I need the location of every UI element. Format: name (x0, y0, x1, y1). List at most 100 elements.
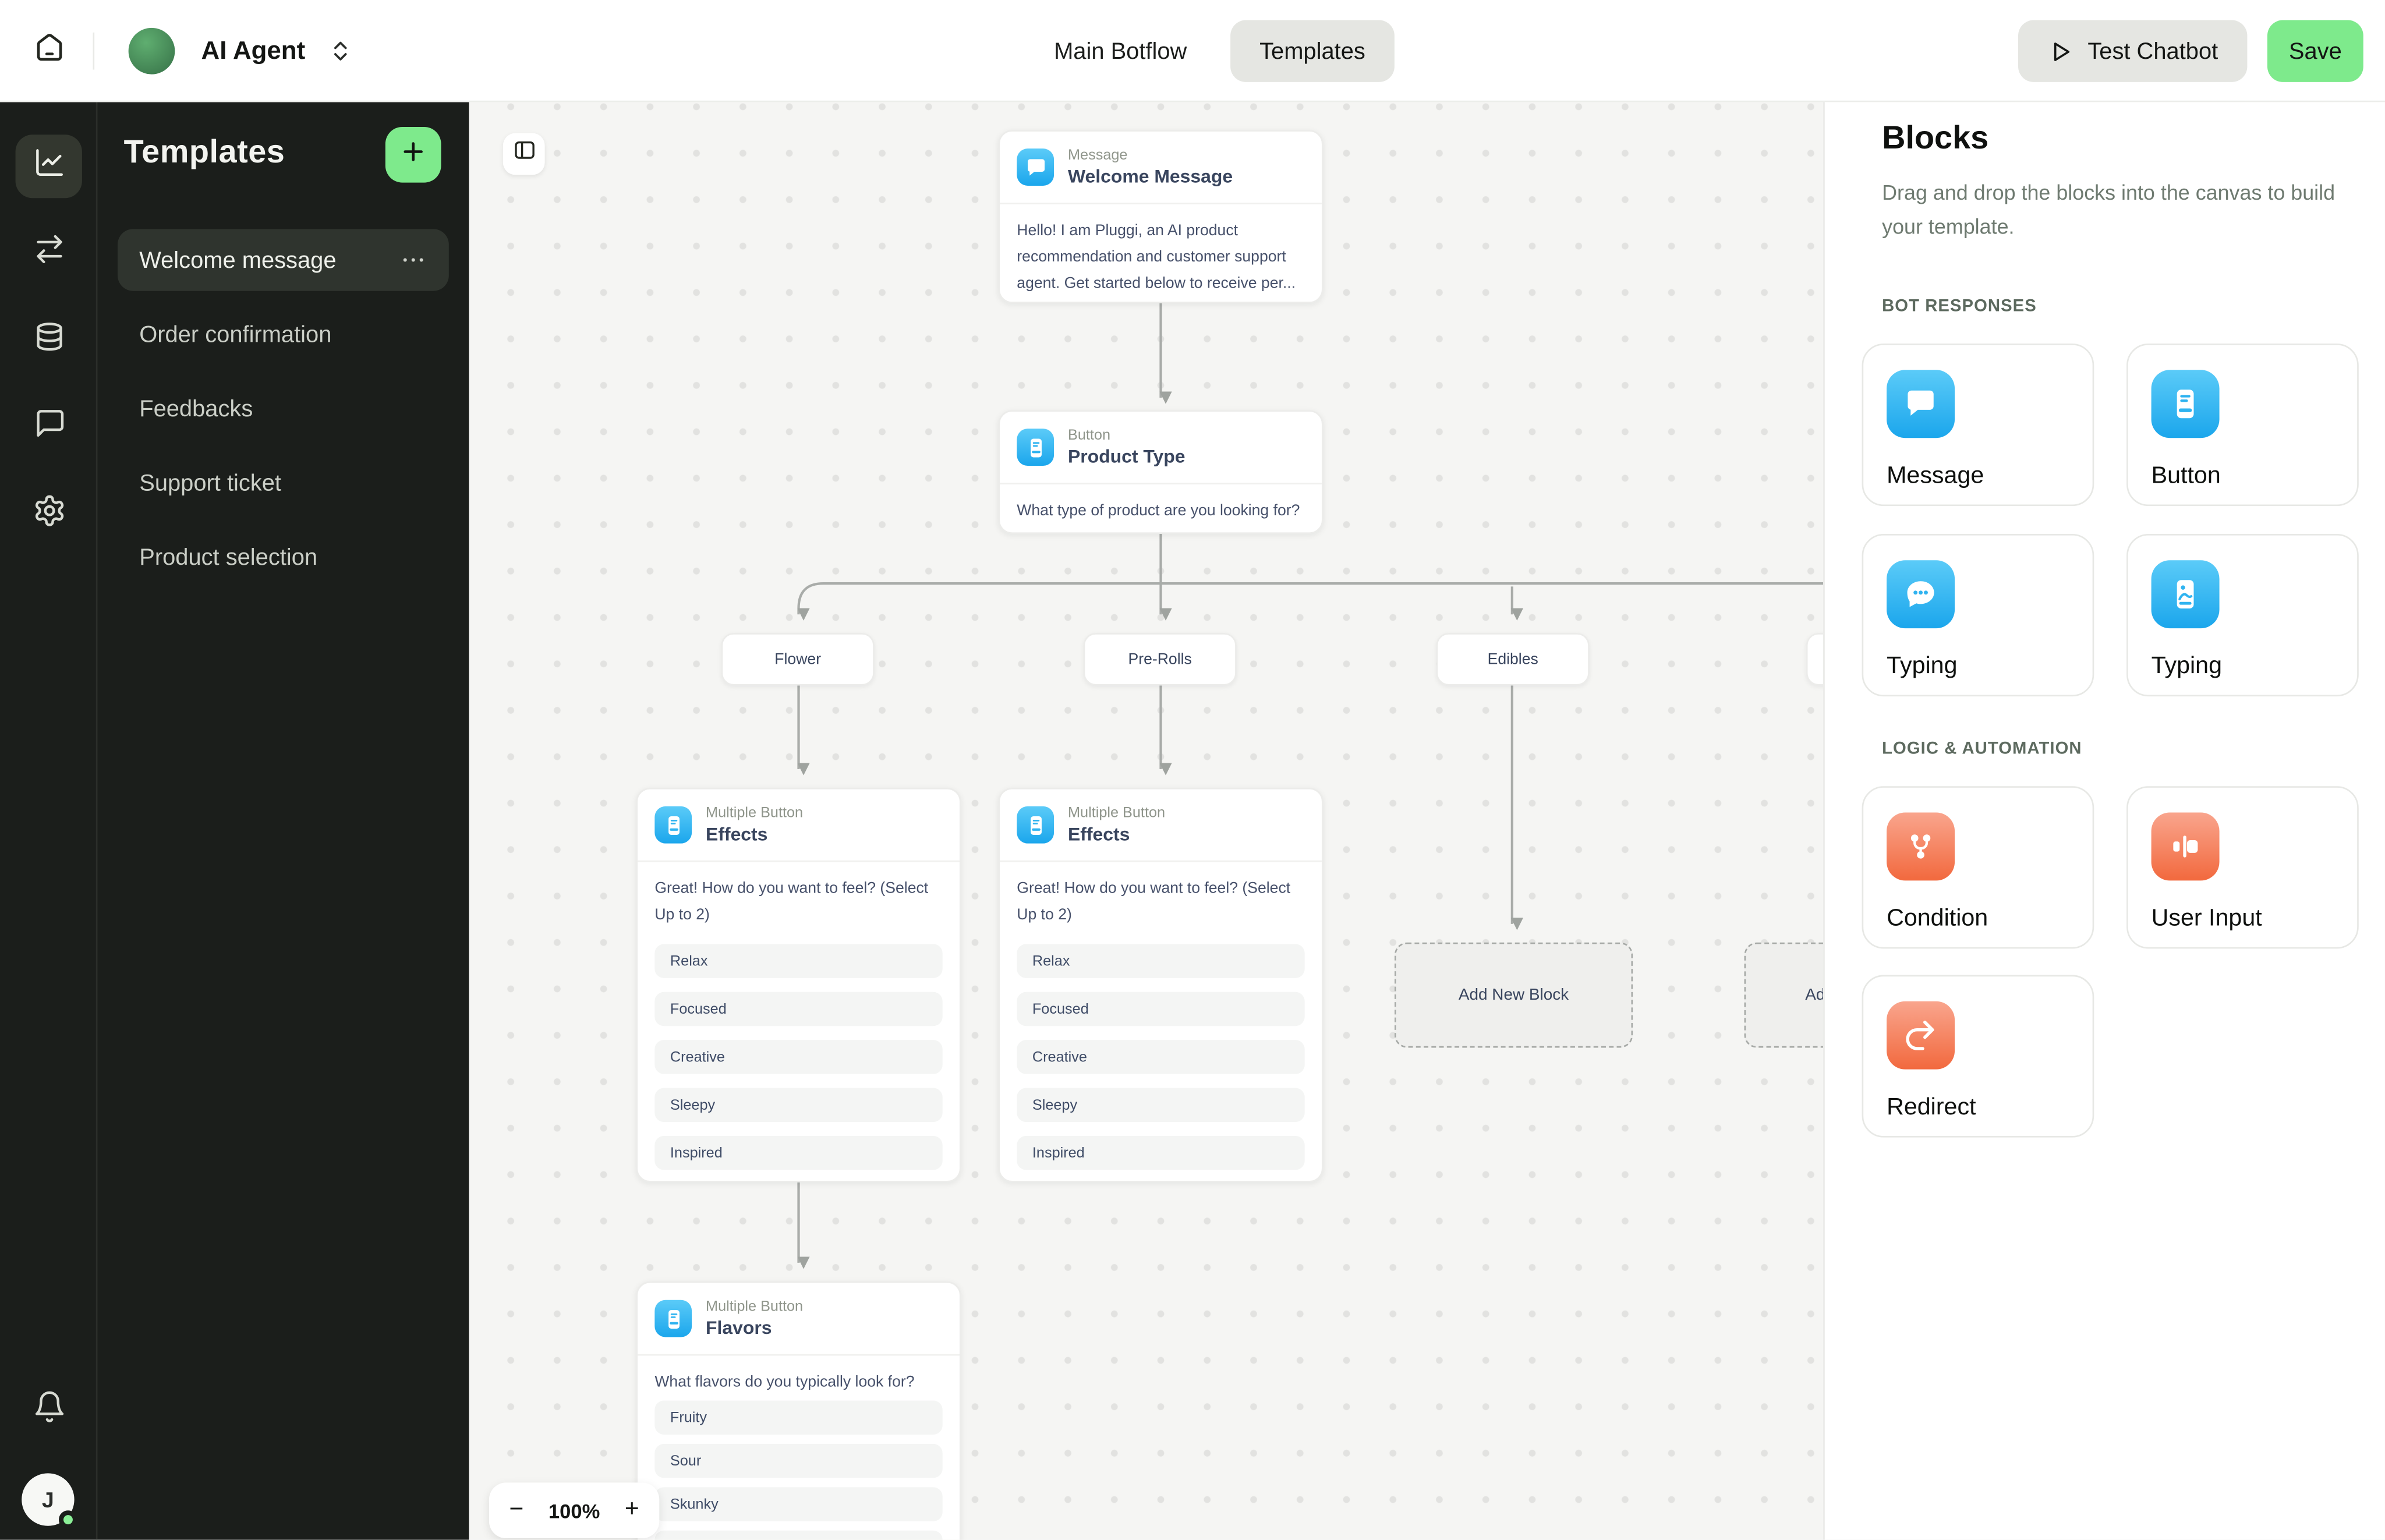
node-title: Effects (706, 823, 768, 845)
node-flavors[interactable]: Multiple Button Flavors What flavors do … (636, 1281, 961, 1540)
multiple-button-icon (654, 806, 692, 844)
multiple-button-icon (1017, 806, 1055, 844)
template-item-label: Welcome message (139, 246, 337, 274)
option-skunky[interactable]: Skunky (654, 1487, 943, 1521)
rail-item-notifications[interactable] (16, 1379, 82, 1442)
zoom-in-button[interactable]: + (624, 1496, 639, 1523)
more-options-icon[interactable] (399, 246, 427, 274)
option-relax[interactable]: Relax (654, 944, 943, 978)
image-icon (2151, 560, 2220, 629)
node-body: What type of product are you looking for… (1017, 502, 1300, 520)
icon-rail: J (0, 102, 98, 1540)
message-icon (1017, 149, 1055, 187)
option-inspired[interactable]: Inspired (654, 1135, 943, 1170)
typing-dots-icon (1887, 560, 1955, 629)
template-item-order-confirmation[interactable]: Order confirmation (118, 303, 449, 365)
rail-item-flows[interactable] (16, 221, 82, 285)
node-type: Message (1068, 147, 1128, 164)
add-new-block[interactable]: Add New Block (1394, 942, 1633, 1048)
rail-item-settings[interactable] (16, 483, 82, 546)
workspace-avatar[interactable] (128, 27, 175, 75)
option-sour[interactable]: Sour (654, 1443, 943, 1478)
node-product-type[interactable]: Button Product Type What type of product… (998, 410, 1324, 534)
option-relax[interactable]: Relax (1017, 944, 1305, 978)
option-focused[interactable]: Focused (654, 992, 943, 1026)
option-fruity[interactable]: Fruity (654, 1400, 943, 1435)
bell-icon (31, 1390, 65, 1432)
collapse-panel-button[interactable] (503, 133, 545, 175)
node-question: Great! How do you want to feel? (Select … (638, 862, 960, 942)
gear-icon (31, 494, 65, 536)
home-icon (33, 30, 66, 72)
block-card-message[interactable]: Message (1862, 344, 2094, 507)
save-button[interactable]: Save (2267, 20, 2363, 82)
block-card-user-input[interactable]: User Input (2126, 786, 2359, 949)
node-title: Product Type (1068, 445, 1186, 468)
chevrons-up-down-icon[interactable] (328, 38, 353, 63)
workspace-title: AI Agent (201, 36, 306, 65)
question-line: Great! How do you want to feel? (Select (1017, 880, 1291, 898)
test-chatbot-button[interactable]: Test Chatbot (2018, 20, 2248, 82)
option-sleepy[interactable]: Sleepy (654, 1088, 943, 1123)
home-button[interactable] (28, 30, 71, 73)
node-effects-left[interactable]: Multiple Button Effects Great! How do yo… (636, 787, 961, 1183)
template-item-product-selection[interactable]: Product selection (118, 526, 449, 588)
template-item-feedbacks[interactable]: Feedbacks (118, 378, 449, 440)
block-card-typing[interactable]: Typing (1862, 534, 2094, 697)
block-card-redirect[interactable]: Redirect (1862, 975, 2094, 1138)
block-card-label: User Input (2151, 905, 2262, 932)
line-chart-icon (31, 146, 65, 187)
swap-arrows-icon (31, 232, 65, 274)
rail-item-database[interactable] (16, 310, 82, 373)
test-chatbot-label: Test Chatbot (2087, 38, 2218, 65)
node-title: Effects (1068, 823, 1130, 845)
flow-canvas[interactable]: Message Welcome Message Hello! I am Plug… (469, 102, 1824, 1540)
option-focused[interactable]: Focused (1017, 992, 1305, 1026)
node-type: Multiple Button (1068, 805, 1166, 822)
branch-label-clipped[interactable] (1806, 633, 1824, 686)
rail-item-chat[interactable] (16, 396, 82, 459)
branch-label-flower[interactable]: Flower (721, 633, 875, 686)
topbar-divider (93, 32, 95, 70)
node-welcome-message[interactable]: Message Welcome Message Hello! I am Plug… (998, 130, 1324, 303)
template-item-welcome-message[interactable]: Welcome message (118, 229, 449, 291)
template-item-label: Order confirmation (139, 321, 332, 348)
block-card-label: Condition (1887, 905, 1988, 932)
block-card-condition[interactable]: Condition (1862, 786, 2094, 949)
chat-bubble-icon (31, 407, 65, 449)
zoom-out-button[interactable]: − (509, 1496, 524, 1523)
add-new-block-clipped[interactable]: Add New Block (1744, 942, 1824, 1048)
template-item-label: Product selection (139, 544, 318, 571)
online-status-dot (59, 1510, 77, 1530)
tab-templates[interactable]: Templates (1230, 20, 1395, 82)
option-sleepy[interactable]: Sleepy (1017, 1088, 1305, 1123)
templates-title: Templates (123, 134, 285, 171)
tab-main-botflow[interactable]: Main Botflow (1054, 38, 1187, 65)
node-effects-center[interactable]: Multiple Button Effects Great! How do yo… (998, 787, 1324, 1183)
add-template-button[interactable] (385, 126, 441, 183)
database-icon (31, 320, 65, 362)
option-creative[interactable]: Creative (1017, 1040, 1305, 1074)
redirect-icon (1887, 1001, 1955, 1070)
option-citrus[interactable]: Citrus (654, 1530, 943, 1540)
template-item-support-ticket[interactable]: Support ticket (118, 452, 449, 514)
template-item-label: Feedbacks (139, 395, 253, 422)
blocks-description: Drag and drop the blocks into the canvas… (1882, 180, 2336, 239)
user-avatar[interactable]: J (22, 1473, 77, 1530)
block-card-label: Button (2151, 462, 2221, 489)
rail-item-analytics[interactable] (15, 134, 82, 199)
branch-label-edibles[interactable]: Edibles (1436, 633, 1590, 686)
user-initial: J (42, 1487, 54, 1512)
body-line: agent. Get started below to receive per.… (1017, 275, 1296, 293)
option-inspired[interactable]: Inspired (1017, 1135, 1305, 1170)
option-creative[interactable]: Creative (654, 1040, 943, 1074)
message-icon (1887, 370, 1955, 438)
panel-left-icon (511, 138, 536, 171)
block-card-typing-image[interactable]: Typing (2126, 534, 2359, 697)
block-card-button[interactable]: Button (2126, 344, 2359, 507)
user-input-icon (2151, 812, 2220, 881)
block-card-label: Redirect (1887, 1094, 1976, 1121)
blocks-panel: Blocks Drag and drop the blocks into the… (1823, 102, 2385, 1540)
body-line: recommendation and customer support (1017, 249, 1286, 266)
branch-label-pre-rolls[interactable]: Pre-Rolls (1083, 633, 1237, 686)
